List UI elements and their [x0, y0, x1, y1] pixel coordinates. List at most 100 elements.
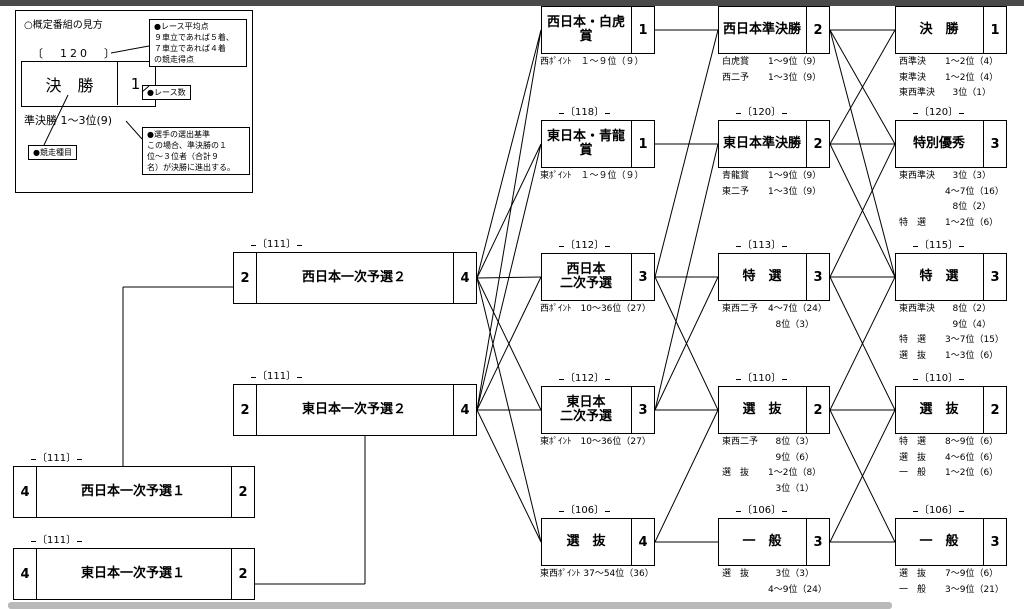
- race-name: 決 勝: [919, 22, 959, 38]
- legend-race-name: 決 勝: [22, 62, 118, 105]
- connector-line: [654, 143, 719, 411]
- race-average-tag: 〔110〕: [735, 373, 788, 384]
- race-name: 東日本一次予選１: [80, 566, 185, 582]
- race-count: 1: [631, 7, 654, 53]
- connector-line: [476, 29, 542, 279]
- connector-line: [476, 29, 542, 411]
- race-average-tag: 〔118〕: [558, 107, 611, 118]
- race-selection-caption: 東西ﾎﾟｲﾝﾄ 37〜54位（36）: [540, 569, 654, 579]
- race-average-tag: 〔113〕: [735, 240, 788, 251]
- race-selection-line: 9位（4）: [952, 319, 991, 330]
- race-selection-line: 4〜9位（24）: [768, 584, 827, 595]
- connector-line: [829, 409, 896, 543]
- race-selection-line: 8位（3）: [775, 319, 814, 330]
- race-name: 選 抜: [742, 402, 782, 418]
- race-name: 西日本一次予選１: [80, 484, 185, 500]
- legend-note-event: ●競走種目: [28, 145, 77, 160]
- race-count: 3: [806, 519, 829, 565]
- race-average-tag: 〔106〕: [912, 505, 965, 516]
- connector-line: [654, 29, 719, 278]
- race-count: 2: [231, 549, 254, 599]
- race-name: 一 般: [742, 534, 782, 550]
- race-name: 西日本・白虎賞: [546, 15, 625, 44]
- race-name: 西日本 二次予選: [559, 262, 612, 291]
- race-average-tag: 〔106〕: [735, 505, 788, 516]
- race-count: 3: [806, 254, 829, 300]
- race-average-tag: 〔115〕: [912, 240, 965, 251]
- race-average-tag: 〔110〕: [912, 373, 965, 384]
- race-count: 4: [453, 253, 476, 303]
- race-count: 3: [983, 519, 1006, 565]
- legend-race-count: 1: [130, 74, 141, 93]
- race-count-left: 2: [234, 253, 257, 303]
- race-count-left: 4: [14, 467, 37, 517]
- legend-average-tag: 〔 120 〕: [32, 47, 118, 60]
- connector-line: [476, 143, 542, 279]
- window-top-bar: [0, 0, 1024, 6]
- race-count-left: 2: [234, 385, 257, 435]
- race-box-tyu: 3 特別優秀: [895, 120, 1007, 168]
- race-count: 3: [983, 121, 1006, 167]
- connector-line: [476, 409, 542, 543]
- legend-panel: ○概定番組の見方 〔 120 〕 決 勝 1 準決勝 1〜3位(9) ●レース平…: [15, 10, 253, 193]
- race-name: 選 抜: [566, 534, 606, 550]
- horizontal-scrollbar[interactable]: [8, 602, 892, 609]
- connector-line: [654, 276, 719, 411]
- connector-line: [829, 29, 896, 278]
- race-count: 2: [806, 387, 829, 433]
- race-count: 1: [983, 7, 1006, 53]
- race-box-wsf: 2 西日本準決勝: [718, 6, 830, 54]
- race-name: 選 抜: [919, 402, 959, 418]
- connector-line: [476, 276, 542, 411]
- race-average-tag: 〔120〕: [912, 107, 965, 118]
- race-selection-line: 3位（1）: [775, 483, 814, 494]
- race-average-tag: 〔111〕: [30, 453, 83, 464]
- connector-line: [829, 29, 896, 145]
- connector-line: [829, 276, 896, 411]
- race-name: 西日本準決勝: [722, 22, 801, 38]
- race-name: 東日本一次予選２: [301, 402, 406, 418]
- race-selection-line: 8位（2）: [952, 202, 991, 212]
- legend-note-criteria: ●選手の選出基準 この場合、準決勝の１ 位〜３位者（合計９ 名）が決勝に進出する…: [142, 127, 250, 175]
- race-selection-caption: 西ﾎﾟｲﾝﾄ 10〜36位（27）: [540, 304, 651, 314]
- race-name: 東日本準決勝: [722, 136, 801, 152]
- race-box-sb2: 2 選 抜: [718, 386, 830, 434]
- race-count: 2: [806, 7, 829, 53]
- race-average-tag: 〔106〕: [558, 505, 611, 516]
- race-box-fin: 1 決 勝: [895, 6, 1007, 54]
- legend-note-count: ●レース数: [142, 85, 191, 100]
- race-selection-caption: 西ﾎﾟｲﾝﾄ １〜９位（９）: [540, 57, 644, 67]
- race-average-tag: 〔112〕: [558, 240, 611, 251]
- connector-line: [476, 143, 542, 411]
- race-name: 特別優秀: [912, 136, 965, 152]
- race-average-tag: 〔111〕: [250, 371, 303, 382]
- connector-line: [654, 409, 719, 543]
- legend-title: ○概定番組の見方: [24, 20, 103, 31]
